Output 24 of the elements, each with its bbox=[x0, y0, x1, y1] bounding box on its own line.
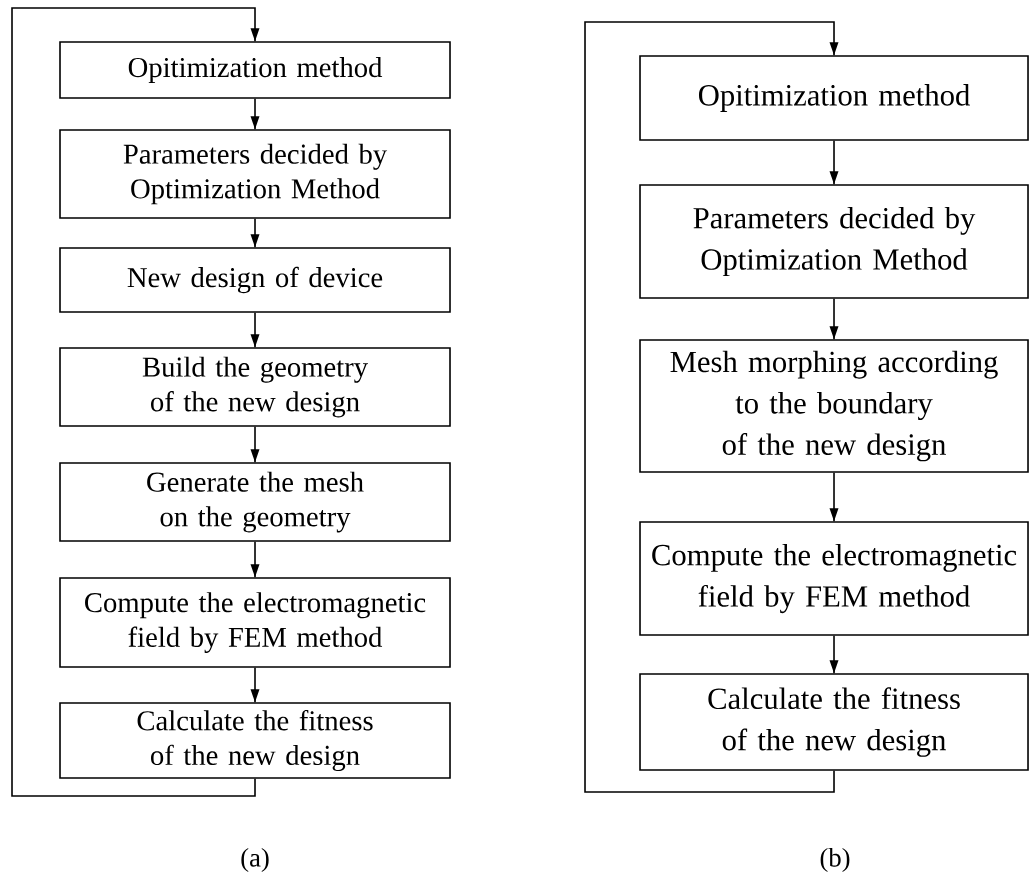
process-box: Opitimization method bbox=[639, 55, 1029, 141]
process-box: Mesh morphing according to the boundary of the new design bbox=[639, 339, 1029, 473]
arrow bbox=[250, 312, 260, 348]
arrow bbox=[250, 541, 260, 578]
panel-label: (a) bbox=[241, 847, 269, 873]
process-box: Compute the electromagnetic field by FEM method bbox=[639, 521, 1029, 636]
arrow bbox=[250, 218, 260, 248]
arrow bbox=[250, 98, 260, 130]
process-box: Build the geometry of the new design bbox=[59, 347, 451, 427]
process-box: Compute the electromagnetic field by FEM method bbox=[59, 577, 451, 668]
arrow bbox=[250, 667, 260, 703]
process-box: Opitimization method bbox=[59, 41, 451, 99]
process-box: Parameters decided by Optimization Method bbox=[59, 129, 451, 219]
arrow bbox=[829, 298, 839, 340]
panel-label: (b) bbox=[820, 847, 850, 873]
process-box: New design of device bbox=[59, 247, 451, 313]
process-box: Calculate the fitness of the new design bbox=[59, 702, 451, 779]
arrow bbox=[829, 635, 839, 674]
arrow bbox=[829, 472, 839, 522]
process-box: Parameters decided by Optimization Method bbox=[639, 184, 1029, 299]
process-box: Generate the mesh on the geometry bbox=[59, 462, 451, 542]
arrow bbox=[829, 140, 839, 185]
process-box: Calculate the fitness of the new design bbox=[639, 673, 1029, 771]
arrow bbox=[250, 426, 260, 463]
